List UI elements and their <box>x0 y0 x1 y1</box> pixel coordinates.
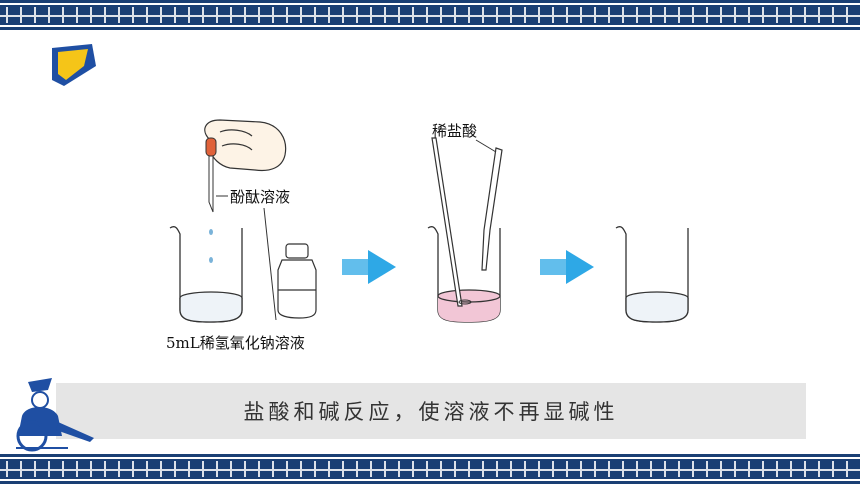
pipette-icon <box>481 147 503 271</box>
glass-rod <box>431 137 463 307</box>
naoh-solution-label: 5mL稀氢氧化钠溶液 <box>166 334 305 352</box>
beaker-neutral <box>615 226 689 323</box>
reagent-bottle <box>277 243 317 319</box>
caption-text: 盐酸和碱反应，使溶液不再显碱性 <box>243 400 619 424</box>
beaker-naoh <box>169 226 243 323</box>
bottom-decorative-border <box>0 454 860 484</box>
experiment-illustration: 酚酞溶液 5mL稀氢氧化钠溶液 稀盐酸 <box>166 119 689 352</box>
caption-bar: 盐酸和碱反应，使溶液不再显碱性 <box>56 383 806 439</box>
beaker-reaction <box>427 226 501 323</box>
arrow-right-icon <box>540 250 594 284</box>
mascot-figure-icon <box>16 378 94 452</box>
arrow-right-icon <box>342 250 396 284</box>
dilute-hcl-label: 稀盐酸 <box>432 122 477 140</box>
phenolphthalein-label: 酚酞溶液 <box>230 188 290 206</box>
corner-logo-icon <box>52 44 96 86</box>
dropper-icon <box>205 137 217 263</box>
top-decorative-border <box>0 0 860 30</box>
hand-icon <box>204 119 287 172</box>
